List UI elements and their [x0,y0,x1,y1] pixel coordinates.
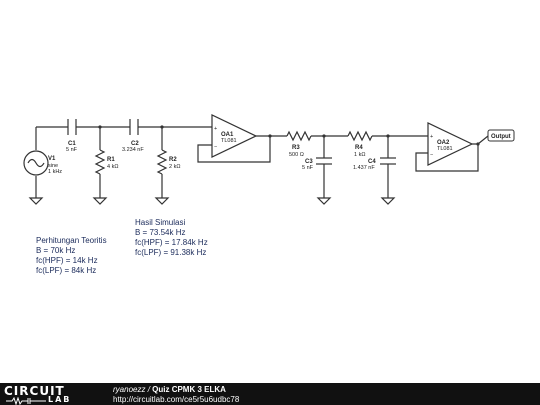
c1-value: 5 nF [66,147,78,153]
oa1-plus: + [214,126,217,132]
resistor-r4[interactable]: R4 1 kΩ [347,130,373,158]
r2-value: 2 kΩ [169,164,180,170]
v1-type: sine [48,163,58,169]
resistor-r1[interactable]: R1 4 kΩ [94,149,118,175]
c4-name: C4 [368,159,376,165]
resistor-r2[interactable]: R2 2 kΩ [156,149,180,175]
circuitlab-logo[interactable]: CIRCUIT LAB [4,385,94,405]
r3-value: 500 Ω [289,152,304,158]
junction-dots [98,125,480,146]
r2-name: R2 [169,157,177,163]
theory-title: Perhitungan Teoritis [36,236,107,245]
logo-circuit-icon [6,397,46,405]
c2-name: C2 [131,141,139,147]
c3-name: C3 [305,159,313,165]
ground-icon [92,197,108,205]
oa1-name: OA1 [221,132,234,138]
oa2-name: OA2 [437,140,450,146]
ground-icon [316,197,332,205]
logo-top-text: CIRCUIT [4,384,65,398]
simulation-fc-hpf: fc(HPF) = 17.84k Hz [135,238,208,247]
capacitor-c4[interactable]: C4 1.437 nF [353,157,396,171]
logo-bottom-text: LAB [48,395,72,404]
ground-icon [380,197,396,205]
simulation-title: Hasil Simulasi [135,218,186,227]
r1-value: 4 kΩ [107,164,118,170]
c2-value: 3.234 nF [122,147,144,153]
output-label: Output [491,134,511,140]
project-title: Quiz CPMK 3 ELKA [152,385,226,394]
capacitor-c2[interactable]: C2 3.234 nF [122,119,144,153]
source-v1[interactable]: V1 sine 1 kHz [23,150,62,176]
v1-freq: 1 kHz [48,169,62,175]
c3-value: 5 nF [302,165,314,171]
oa2-plus: + [430,134,433,140]
author-name[interactable]: ryanoezz [113,385,146,394]
c1-name: C1 [68,141,76,147]
oa1-part: TL081 [221,138,237,144]
r3-name: R3 [292,145,300,151]
r4-value: 1 kΩ [354,152,365,158]
r1-name: R1 [107,157,115,163]
simulation-bandwidth: B = 73.54k Hz [135,228,186,237]
theory-fc-lpf: fc(LPF) = 84k Hz [36,266,97,275]
v1-name: V1 [48,156,56,162]
ground-icon [28,197,44,205]
theory-bandwidth: B = 70k Hz [36,246,76,255]
r4-name: R4 [355,145,363,151]
capacitor-c3[interactable]: C3 5 nF [302,157,332,171]
output-tag[interactable]: Output [487,129,515,142]
theory-fc-hpf: fc(HPF) = 14k Hz [36,256,98,265]
oa2-minus: − [430,152,433,158]
project-info: ryanoezz / Quiz CPMK 3 ELKA [113,385,226,394]
capacitor-c1[interactable]: C1 5 nF [66,119,78,153]
ground-symbols [28,197,396,205]
oa2-part: TL081 [437,146,453,152]
opamp-oa2[interactable]: + − OA2 TL081 [427,122,474,166]
ground-icon [154,197,170,205]
resistor-r3[interactable]: R3 500 Ω [286,130,312,158]
c4-value: 1.437 nF [353,165,375,171]
footer-bar: CIRCUIT LAB ryanoezz / Quiz CPMK 3 ELKA … [0,383,540,405]
simulation-notes: Hasil Simulasi B = 73.54k Hz fc(HPF) = 1… [135,218,208,258]
project-url[interactable]: http://circuitlab.com/ce5r5u6udbc78 [113,395,240,404]
theory-notes: Perhitungan Teoritis B = 70k Hz fc(HPF) … [36,236,107,276]
simulation-fc-lpf: fc(LPF) = 91.38k Hz [135,248,207,257]
opamp-oa1[interactable]: + − OA1 TL081 [211,114,258,158]
separator: / [145,385,153,394]
oa1-minus: − [214,144,217,150]
wires [35,126,489,198]
